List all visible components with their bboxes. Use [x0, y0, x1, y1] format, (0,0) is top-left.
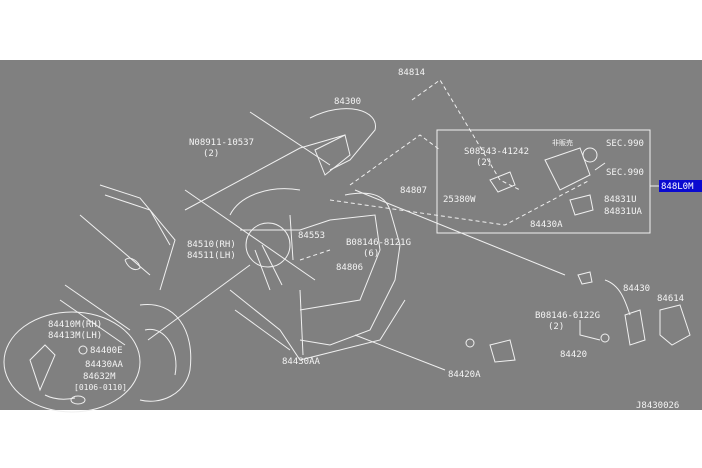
- section-ref-label[interactable]: SEC.990: [606, 168, 644, 178]
- diagram-code: J8430026: [636, 401, 679, 411]
- quantity-label: (2): [548, 322, 564, 332]
- highlighted-part-badge[interactable]: [659, 180, 702, 192]
- part-label[interactable]: 84413M(LH): [48, 331, 102, 341]
- part-label[interactable]: 84814: [398, 68, 425, 78]
- quantity-label: (2): [476, 158, 492, 168]
- section-ref-label[interactable]: SEC.990: [606, 139, 644, 149]
- part-label[interactable]: 84806: [336, 263, 363, 273]
- diagram-background: [0, 60, 702, 410]
- part-label[interactable]: 84430A: [530, 220, 563, 230]
- part-label[interactable]: 84420: [560, 350, 587, 360]
- part-label[interactable]: 84300: [334, 97, 361, 107]
- part-label[interactable]: 84553: [298, 231, 325, 241]
- part-label[interactable]: 84831UA: [604, 207, 643, 217]
- part-label[interactable]: B08146-6122G: [535, 311, 600, 321]
- part-label[interactable]: 84511(LH): [187, 251, 236, 261]
- part-label[interactable]: 84430: [623, 284, 650, 294]
- not-for-sale-label: 非販売: [552, 138, 573, 147]
- part-label[interactable]: 84420A: [448, 370, 481, 380]
- date-range-label: [0106-0110]: [74, 383, 127, 392]
- part-labels: 84814 84300 N08911-10537 (2) S08543-4124…: [48, 68, 694, 411]
- quantity-label: (2): [203, 149, 219, 159]
- part-label[interactable]: 84831U: [604, 195, 637, 205]
- part-label[interactable]: 84410M(RH): [48, 320, 102, 330]
- part-label[interactable]: S08543-41242: [464, 147, 529, 157]
- part-label[interactable]: N08911-10537: [189, 138, 254, 148]
- hinge-detail-drawing: [29, 344, 88, 405]
- inset-parts-drawing: [489, 147, 606, 216]
- part-label[interactable]: 25380W: [443, 195, 476, 205]
- part-label[interactable]: 84430AA: [282, 357, 321, 367]
- part-label[interactable]: 84614: [657, 294, 684, 304]
- part-label[interactable]: 84400E: [90, 346, 123, 356]
- part-label[interactable]: 84430AA: [85, 360, 124, 370]
- part-label[interactable]: B08146-8121G: [346, 238, 411, 248]
- assembly-inset-box: [436, 129, 651, 234]
- part-label[interactable]: 84632M: [83, 372, 116, 382]
- part-label[interactable]: 84807: [400, 186, 427, 196]
- highlighted-part-label[interactable]: 848L0M: [661, 182, 694, 192]
- hinge-detail-ellipse: [3, 311, 141, 413]
- quantity-label: (6): [363, 249, 379, 259]
- part-label[interactable]: 84510(RH): [187, 240, 236, 250]
- latch-parts-drawing: [465, 271, 691, 363]
